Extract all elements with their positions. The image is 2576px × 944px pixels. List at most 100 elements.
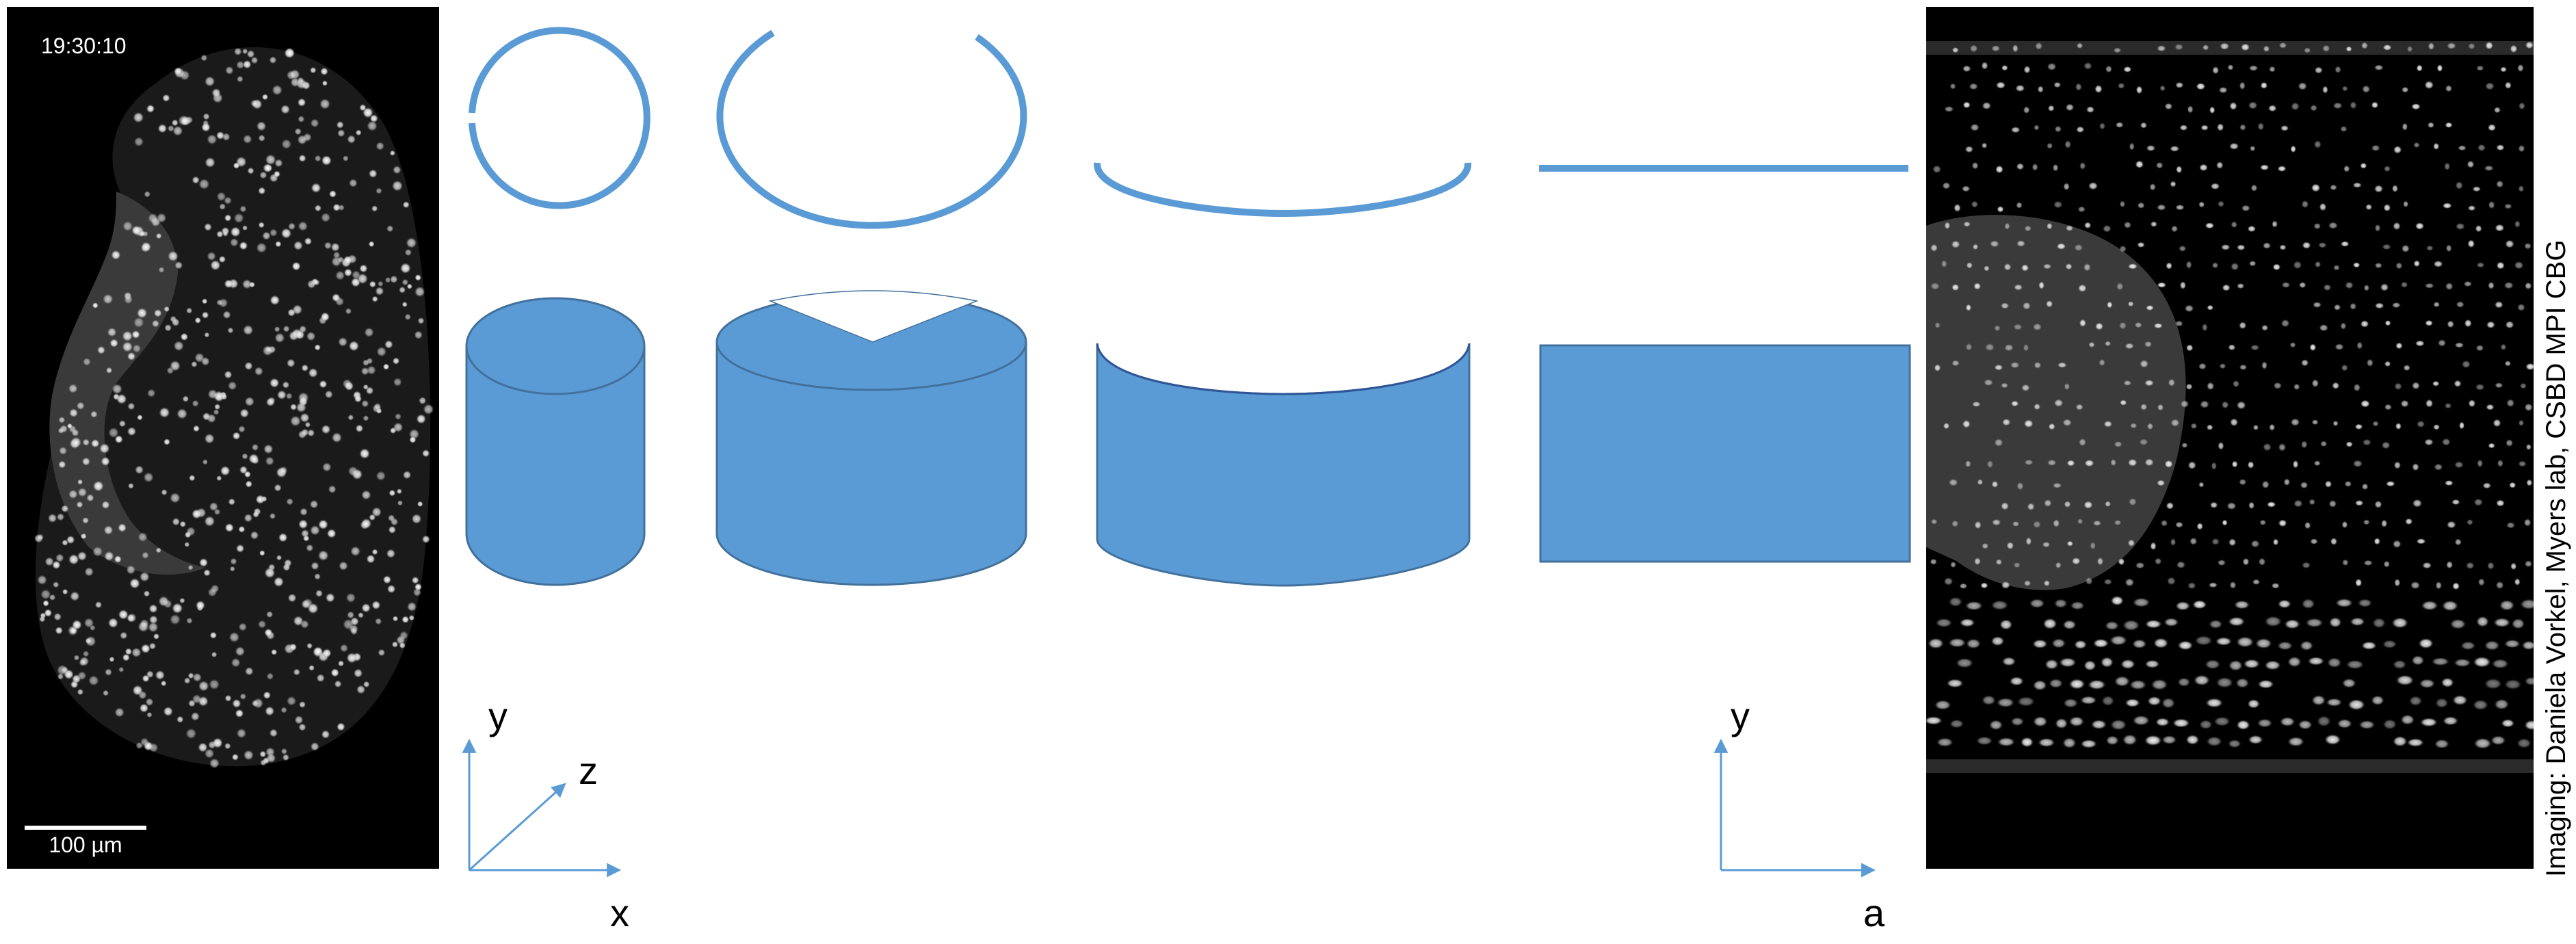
- nucleus: [242, 60, 252, 69]
- nucleus: [2362, 438, 2371, 446]
- nucleus: [2392, 540, 2402, 549]
- nucleus: [2105, 501, 2112, 508]
- nucleus: [270, 378, 280, 388]
- nucleus: [2539, 142, 2545, 148]
- nucleus: [2350, 617, 2365, 626]
- nucleus: [347, 611, 355, 619]
- nucleus: [2064, 501, 2071, 508]
- nucleus: [293, 668, 300, 676]
- nucleus: [2248, 501, 2255, 510]
- nucleus: [402, 616, 410, 624]
- nucleus: [285, 393, 293, 399]
- nucleus: [2283, 478, 2290, 486]
- nucleus: [2301, 599, 2315, 609]
- nucleus: [2425, 399, 2434, 408]
- nucleus: [2537, 103, 2546, 112]
- nucleus: [2294, 383, 2300, 391]
- nucleus: [2222, 519, 2228, 526]
- nucleus: [185, 728, 197, 739]
- nucleus: [224, 523, 234, 533]
- nucleus: [2088, 341, 2095, 348]
- nucleus: [2353, 383, 2361, 392]
- nucleus: [2449, 618, 2467, 629]
- nucleus: [2382, 640, 2397, 648]
- nucleus: [364, 327, 374, 337]
- nucleus: [371, 601, 381, 610]
- nucleus: [298, 519, 308, 529]
- nucleus: [2187, 582, 2196, 590]
- nucleus: [124, 295, 133, 304]
- nucleus: [2468, 42, 2475, 50]
- nucleus: [1997, 698, 2014, 708]
- nucleus: [2179, 281, 2186, 289]
- nucleus: [2186, 344, 2194, 352]
- nucleus: [402, 302, 408, 308]
- nucleus: [137, 532, 148, 542]
- nucleus: [2443, 716, 2458, 726]
- nucleus: [2190, 537, 2198, 545]
- nucleus: [2284, 619, 2300, 629]
- nucleus: [155, 670, 165, 681]
- nucleus: [2344, 480, 2352, 487]
- nucleus: [2273, 382, 2282, 389]
- nucleus: [179, 521, 187, 527]
- nucleus: [2320, 441, 2328, 447]
- nucleus: [2166, 502, 2174, 510]
- nucleus: [2048, 423, 2055, 430]
- nucleus: [2199, 163, 2208, 172]
- nucleus: [2345, 441, 2353, 447]
- nucleus: [1930, 282, 1940, 290]
- nucleus: [2063, 183, 2070, 191]
- nucleus: [2428, 42, 2434, 51]
- nucleus: [332, 203, 341, 211]
- nucleus: [178, 115, 189, 127]
- nucleus: [2179, 124, 2188, 131]
- nucleus: [116, 393, 127, 404]
- nucleus: [2239, 479, 2247, 486]
- nucleus: [2255, 638, 2272, 649]
- nucleus: [55, 553, 64, 562]
- nucleus: [118, 523, 127, 532]
- nucleus: [354, 395, 363, 403]
- nucleus: [2257, 718, 2272, 728]
- nucleus: [274, 159, 283, 168]
- nucleus: [2259, 519, 2267, 525]
- nucleus: [2294, 499, 2303, 508]
- nucleus: [2196, 83, 2206, 90]
- nucleus: [2496, 499, 2505, 507]
- nucleus: [44, 609, 53, 617]
- nucleus: [329, 190, 337, 198]
- nucleus: [1984, 265, 1990, 272]
- nucleus: [2160, 519, 2168, 527]
- nucleus: [1991, 519, 2001, 526]
- nucleus: [2271, 583, 2280, 589]
- nucleus: [2137, 202, 2145, 209]
- nucleus: [342, 155, 349, 162]
- nucleus: [317, 550, 329, 561]
- nucleus: [2196, 523, 2203, 530]
- nucleus: [224, 214, 232, 222]
- nucleus: [2024, 225, 2032, 232]
- nucleus: [124, 648, 133, 655]
- nucleus: [101, 501, 110, 510]
- nucleus: [1966, 638, 1981, 649]
- nucleus: [2405, 518, 2413, 525]
- nucleus: [205, 76, 215, 87]
- nucleus: [2358, 720, 2376, 729]
- nucleus: [314, 155, 321, 162]
- nucleus: [2016, 482, 2024, 490]
- nucleus: [230, 238, 239, 247]
- nucleus: [2180, 400, 2189, 408]
- nucleus: [404, 248, 412, 257]
- nucleus: [338, 337, 348, 347]
- nucleus: [2110, 719, 2127, 731]
- nucleus: [2241, 205, 2250, 212]
- nucleus: [263, 691, 271, 699]
- nucleus: [127, 613, 137, 623]
- nucleus: [271, 648, 278, 655]
- nucleus: [186, 307, 193, 314]
- nucleus: [2488, 124, 2496, 131]
- nucleus: [2248, 101, 2258, 109]
- nucleus: [363, 681, 370, 688]
- nucleus: [2525, 677, 2534, 685]
